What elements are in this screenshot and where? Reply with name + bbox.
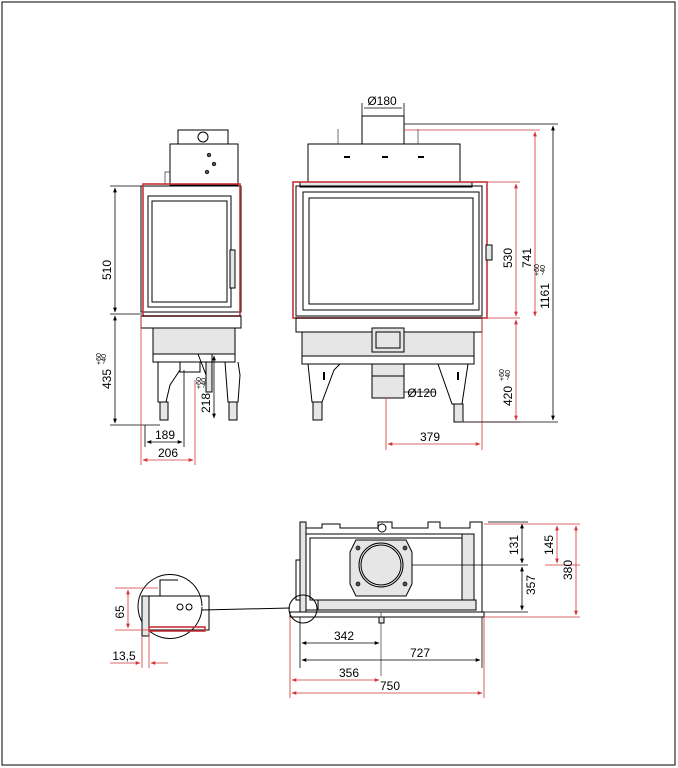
dim-65-label: 65 <box>113 605 127 619</box>
dim-13-5-label: 13,5 <box>112 649 136 663</box>
dim-357-label: 357 <box>524 575 538 595</box>
side-view <box>140 129 242 421</box>
dim-510: 510 <box>100 185 142 315</box>
dim-131: 131 <box>412 521 528 566</box>
dim-13-5: 13,5 <box>110 631 168 668</box>
dim-435: 435 +60 -40 <box>96 315 160 426</box>
dim-379-label: 379 <box>420 430 440 444</box>
dim-356: 356 <box>289 617 380 698</box>
dim-510-label: 510 <box>100 260 114 280</box>
dim-1161-label: 1161 <box>538 283 552 309</box>
dim-420-label: 420 <box>501 386 515 406</box>
dim-435-label: 435 <box>100 369 114 389</box>
dim-741-label: 741 <box>520 248 534 268</box>
dim-530: 530 <box>487 181 520 319</box>
dim-380: 380 <box>484 525 580 618</box>
dim-218-tol-minus: -40 <box>201 378 208 388</box>
dim-750-label: 750 <box>380 679 400 693</box>
detail-enlargement <box>137 574 210 639</box>
dim-d180-label: Ø180 <box>367 94 397 108</box>
dim-727-label: 727 <box>410 646 430 660</box>
dim-131-label: 131 <box>507 535 521 555</box>
dim-189: 189 <box>144 370 185 447</box>
dim-65: 65 <box>113 587 158 631</box>
dim-420-tol-minus: -40 <box>505 370 512 380</box>
dim-1161: 1161 +60 -40 <box>404 123 558 423</box>
dim-420-tol-plus: +60 <box>499 369 506 381</box>
dim-750: 750 <box>291 617 485 698</box>
front-view <box>292 115 493 423</box>
dim-218: 218 +60 -40 <box>196 355 216 419</box>
dim-357: 357 <box>484 566 538 613</box>
dim-189-label: 189 <box>155 428 175 442</box>
dim-380-label: 380 <box>561 560 575 580</box>
dim-1161-tol-minus: -40 <box>540 265 547 275</box>
dim-145-label: 145 <box>542 535 556 555</box>
dim-356-label: 356 <box>339 666 359 680</box>
dim-435-tol-plus: +60 <box>96 353 103 365</box>
dim-218-tol-plus: +60 <box>196 377 203 389</box>
dim-206: 206 <box>140 316 196 465</box>
dim-727: 727 <box>301 617 483 668</box>
dim-1161-tol-plus: +60 <box>534 264 541 276</box>
dim-342: 342 <box>299 617 380 668</box>
dim-530-label: 530 <box>501 248 515 268</box>
dim-d120: Ø120 <box>404 386 437 400</box>
dim-d180: Ø180 <box>361 94 405 116</box>
dim-206-label: 206 <box>158 446 178 460</box>
dim-145: 145 <box>484 523 580 566</box>
dim-d120-label: Ø120 <box>407 386 437 400</box>
dim-379: 379 <box>385 318 483 450</box>
dim-435-tol-minus: -40 <box>101 354 108 364</box>
dim-218-label: 218 <box>199 393 213 413</box>
dim-342-label: 342 <box>334 629 354 643</box>
top-view <box>201 521 485 676</box>
dim-741: 741 <box>404 129 540 317</box>
